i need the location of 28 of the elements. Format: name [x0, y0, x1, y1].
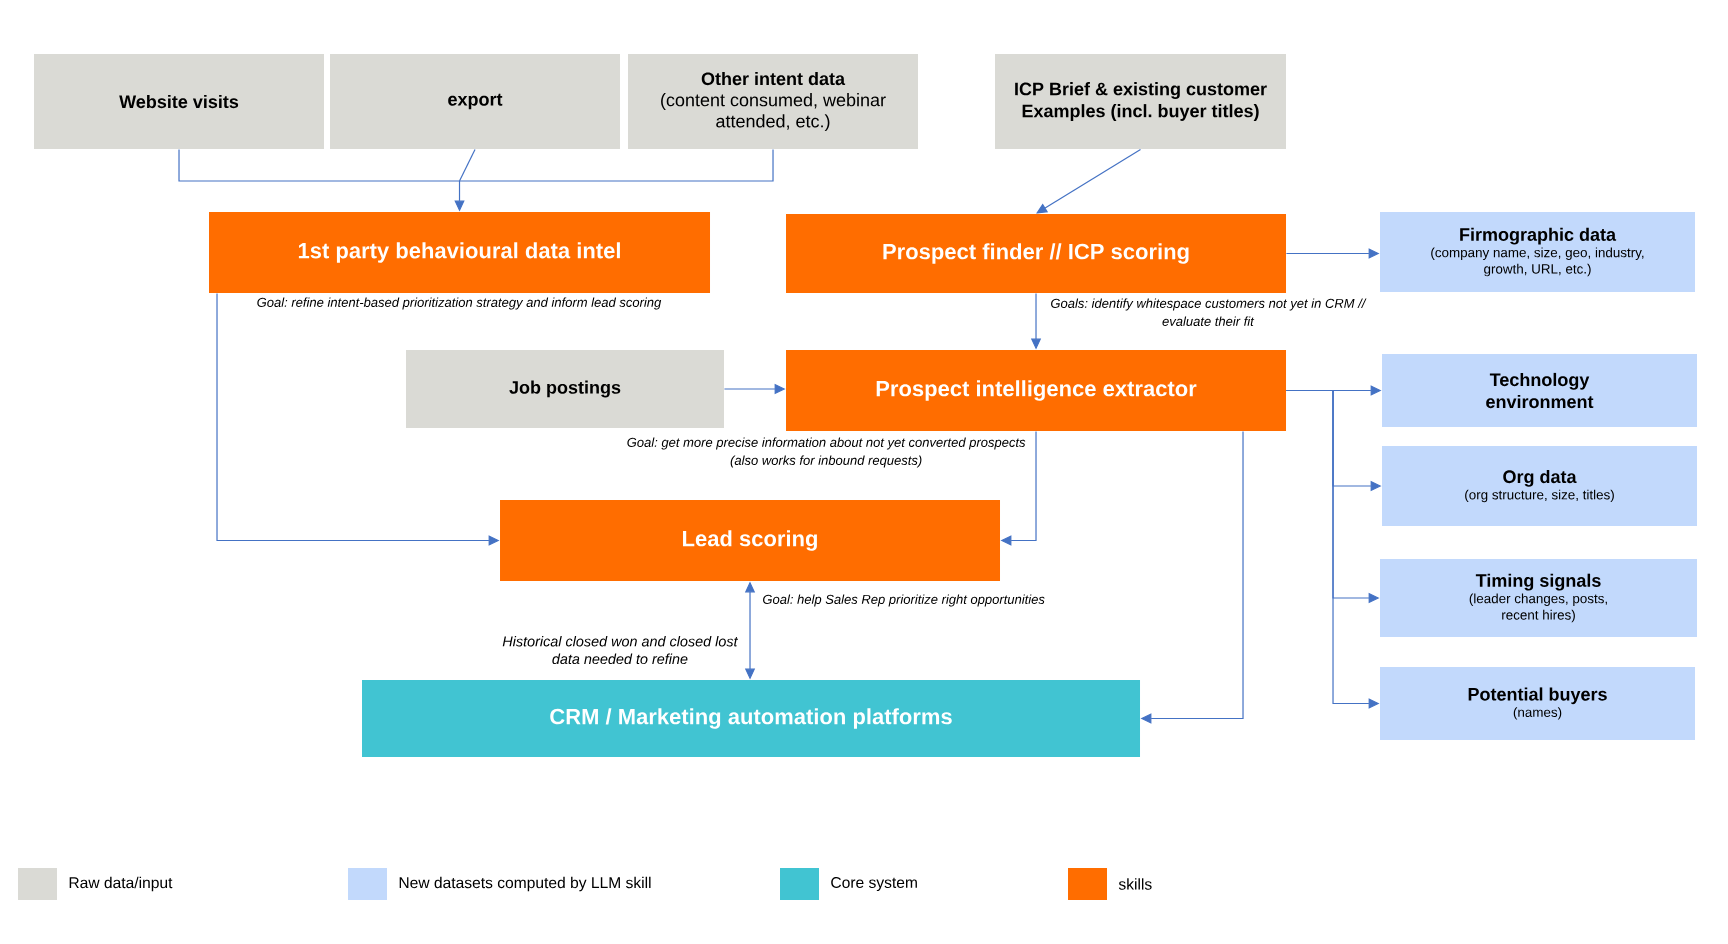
input-box: export: [330, 54, 620, 149]
legend-label: New datasets computed by LLM skill: [399, 876, 651, 892]
platform-box: CRM / Marketing automation platforms: [362, 680, 1140, 757]
input-box: ICP Brief & existing customer Examples (incl. buyer titles): [995, 54, 1286, 149]
legend-label: Raw data/input: [69, 876, 173, 892]
goal-note: Goal: refine intent-based prioritization strategy and inform lead scoring: [257, 297, 662, 310]
connector-line: [178, 148, 461, 182]
process-box: Prospect finder // ICP scoring: [786, 214, 1286, 293]
goal-note: Goal: help Sales Rep prioritize right opportunities: [763, 594, 1045, 607]
dataset-box: Org data (org structure, size, titles): [1382, 446, 1697, 526]
goal-note: Goals: identify whitespace customers not yet in CRM // evaluate their fit: [1051, 298, 1367, 326]
goal-note: Goal: get more precise information about not yet converted prospects (also works for inbound requests): [627, 437, 1026, 468]
process-box: 1st party behavioural data intel: [209, 212, 710, 293]
connector-line: [458, 148, 774, 182]
dataset-box: Timing signals (leader changes, posts, recent hires): [1380, 559, 1697, 637]
input-box: Website visits: [34, 54, 324, 149]
edge-label: Historical closed won and closed lost data needed to refine: [500, 633, 740, 667]
legend-label: skills: [1118, 878, 1152, 890]
connector-line: [458, 148, 476, 182]
process-box: Lead scoring: [500, 500, 1000, 581]
dataset-box: Potential buyers (names): [1380, 667, 1695, 740]
legend-label: Core system: [831, 876, 917, 892]
process-box: Prospect intelligence extractor: [786, 350, 1286, 431]
input-box: Other intent data (content consumed, webinar attended, etc.): [628, 54, 918, 149]
arrow: [1036, 148, 1142, 214]
dataset-box: Firmographic data (company name, size, geo, industry, growth, URL, etc.): [1380, 212, 1695, 292]
dataset-box: Technology environment: [1382, 354, 1697, 427]
input-box: Job postings: [406, 350, 724, 428]
